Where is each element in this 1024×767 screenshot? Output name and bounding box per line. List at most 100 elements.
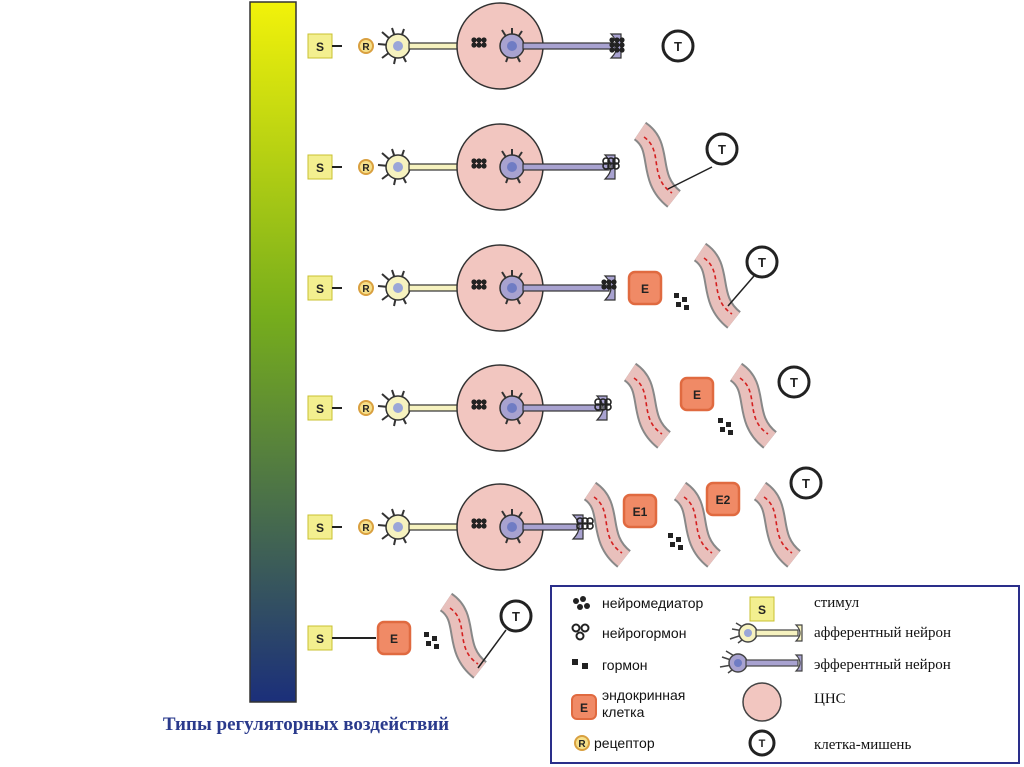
efferent-nucleus [507, 403, 517, 413]
neuromediator-dot [614, 47, 619, 52]
efferent-nucleus [507, 162, 517, 172]
stimulus-symbol: S [758, 603, 766, 617]
neuromediator-dot [476, 404, 481, 409]
neuromediator-dot [619, 42, 624, 47]
neuromediator-dot [481, 399, 486, 404]
neuromediator-dot [471, 279, 476, 284]
hormone-square [684, 305, 689, 310]
neuromediator-dot [611, 284, 616, 289]
neuromediator-dot [476, 518, 481, 523]
hormone-square [434, 644, 439, 649]
cns-icon [743, 683, 781, 721]
legend-endocrine-cell: эндокринная клетка [602, 687, 722, 721]
neuromediator-dot [481, 37, 486, 42]
hormone-square [670, 542, 675, 547]
signal-line [478, 630, 506, 668]
stimulus-label: S [316, 521, 324, 535]
endocrine-label: E2 [716, 493, 731, 507]
neuromediator-dot [471, 518, 476, 523]
hormone-square [426, 641, 431, 646]
stimulus-label: S [316, 40, 324, 54]
endocrine-label: E1 [633, 505, 648, 519]
hormone-square [432, 636, 437, 641]
hormone-square [726, 422, 731, 427]
pathway-row: SET [308, 601, 531, 670]
afferent-nucleus [393, 522, 403, 532]
neuromediator-dot [481, 158, 486, 163]
signal-line [668, 167, 712, 189]
neuromediator-dot [614, 37, 619, 42]
neuromediator-dot [481, 279, 486, 284]
neuromediator-dot [476, 158, 481, 163]
neuromediator-dot [476, 37, 481, 42]
diagram-caption: Типы регуляторных воздействий [96, 714, 516, 736]
neuromediator-dot [471, 42, 476, 47]
target-label: T [802, 476, 810, 491]
neuromediator-dot [481, 404, 486, 409]
afferent-nucleus [393, 41, 403, 51]
legend-receptor: рецептор [594, 735, 655, 751]
neuromediator-dot [619, 47, 624, 52]
efferent-nucleus [507, 283, 517, 293]
neuromediator-dot [476, 163, 481, 168]
neuromediator-dot [606, 279, 611, 284]
efferent-axon [523, 43, 615, 49]
efferent-nucleus [507, 522, 517, 532]
endocrine-cell-icon: E [572, 695, 596, 719]
neuromediator-dot [476, 42, 481, 47]
target-symbol: T [759, 738, 766, 750]
neuromediator-dot [476, 399, 481, 404]
pathway-row: S R E T [308, 245, 777, 331]
neuromediator-dot [476, 523, 481, 528]
neuromediator-dot [471, 284, 476, 289]
neuromediator-dot [476, 284, 481, 289]
afferent-nucleus [393, 283, 403, 293]
neuromediator-dot [481, 163, 486, 168]
hormone-square [424, 632, 429, 637]
efferent-neuron-icon [720, 651, 802, 673]
endocrine-label: E [641, 282, 649, 296]
efferent-axon [523, 405, 601, 411]
receptor-icon: R [575, 736, 589, 750]
hormone-square [676, 302, 681, 307]
receptor-label: R [362, 284, 370, 295]
target-label: T [674, 39, 682, 54]
neuromediator-dot [471, 523, 476, 528]
signal-line [728, 276, 754, 306]
neuromediator-dot [601, 284, 606, 289]
neurohormone-icon [573, 625, 589, 640]
target-label: T [790, 375, 798, 390]
hormone-square [668, 533, 673, 538]
neuromediator-dot [481, 518, 486, 523]
legend-target-cell: клетка-мишень [814, 737, 911, 754]
neuromediator-dot [471, 37, 476, 42]
receptor-label: R [362, 42, 370, 53]
neuromediator-dot [611, 279, 616, 284]
target-label: T [718, 142, 726, 157]
stimulus-label: S [316, 632, 324, 646]
efferent-axon [523, 524, 577, 530]
neuromediator-dot [619, 37, 624, 42]
receptor-symbol: R [578, 739, 586, 750]
neuromediator-dot [471, 399, 476, 404]
target-label: T [758, 255, 766, 270]
neuromediator-dot [471, 163, 476, 168]
neuromediator-dot [614, 42, 619, 47]
neuromediator-icon [573, 596, 590, 610]
hormone-square [682, 297, 687, 302]
efferent-nucleus [507, 41, 517, 51]
legend-box: E R S T нейромедиатор не [550, 585, 1020, 764]
endocrine-symbol: E [580, 701, 588, 715]
neuromediator-dot [471, 158, 476, 163]
legend-neurohormone: нейрогормон [602, 625, 686, 641]
stimulus-label: S [316, 161, 324, 175]
afferent-neuron-icon [730, 623, 802, 643]
stimulus-label: S [316, 282, 324, 296]
neuromediator-dot [601, 279, 606, 284]
gradient-bar [250, 2, 296, 702]
stimulus-icon: S [750, 597, 774, 621]
legend-afferent-neuron: афферентный нейрон [814, 625, 951, 642]
